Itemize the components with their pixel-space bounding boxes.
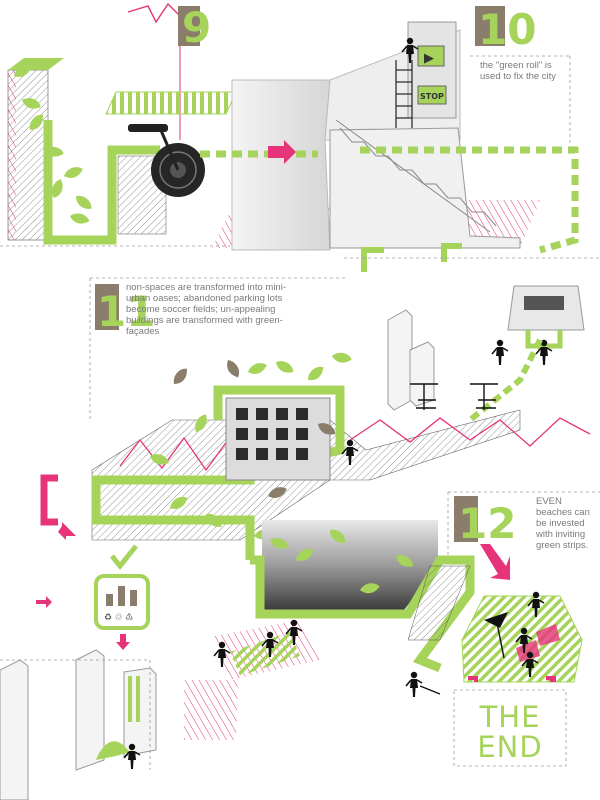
checkmark-icon — [110, 544, 138, 571]
ladder — [395, 60, 413, 128]
building-windows — [236, 408, 308, 460]
step-9-badge — [178, 6, 200, 46]
white-building — [231, 79, 331, 251]
pink-towel — [536, 624, 560, 646]
green-roll-machine — [128, 124, 205, 197]
section-10: 10 ▶ STOP — [200, 5, 579, 272]
the-end-text: THE END — [456, 702, 564, 762]
play-button-label: ▶ — [424, 50, 434, 65]
the-end-line2: END — [477, 730, 543, 764]
white-tower — [0, 659, 29, 800]
step-9-number: 9 — [182, 3, 211, 52]
step-10-caption: the "green roll" is used to fix the city — [480, 60, 557, 82]
pink-towel — [516, 640, 540, 662]
stop-button-label: STOP — [420, 92, 444, 101]
soccer-goals — [410, 383, 498, 410]
hatched-stair-strip — [407, 565, 471, 641]
play-button[interactable] — [417, 45, 445, 67]
pink-arrow-icon — [116, 634, 130, 650]
person-icon — [405, 670, 423, 698]
svg-text:♻ ♲ ♳: ♻ ♲ ♳ — [104, 612, 133, 622]
step-12-badge — [454, 496, 478, 542]
green-striped-facade — [124, 676, 142, 722]
bottom-city — [0, 618, 320, 800]
step-10-badge — [475, 6, 505, 46]
green-dashed-path — [200, 146, 579, 254]
stop-button[interactable] — [417, 85, 447, 105]
recycle-bin-icon: ♻ ♲ ♳ — [94, 574, 150, 630]
pink-arrow-icon — [480, 544, 510, 580]
pink-hatched-ground — [184, 680, 238, 740]
stair-block — [329, 127, 521, 249]
bracket-icon — [40, 474, 58, 526]
hatched-block-top — [8, 58, 64, 70]
step-11-badge — [95, 284, 119, 330]
beach-photo — [262, 520, 438, 610]
step-11-caption: non-spaces are transformed into mini-urb… — [126, 282, 286, 337]
magenta-zigzag — [349, 417, 591, 447]
green-roll-machine-small — [507, 285, 585, 349]
green-roll-path — [43, 120, 160, 245]
magenta-strip — [8, 70, 16, 240]
pink-arrow-icon — [268, 140, 296, 164]
magenta-zigzag — [119, 436, 229, 472]
section-9: 9 — [0, 2, 237, 247]
white-tower — [387, 309, 413, 411]
green-slide — [96, 741, 130, 760]
white-tower — [409, 341, 435, 407]
step-11-number: 11 — [97, 287, 155, 336]
section-11: 11 — [36, 257, 600, 650]
pink-corner-marks — [468, 676, 556, 682]
step-12-caption: EVEN beaches can be invested with inviti… — [536, 496, 590, 551]
step-12-number: 12 — [458, 499, 516, 548]
staircase — [335, 119, 497, 233]
green-dashed-path-2 — [468, 338, 543, 423]
pink-arrow-icon — [36, 596, 52, 608]
pink-arrow-icon — [58, 522, 76, 540]
green-striped-deck — [105, 91, 237, 115]
the-end-line1: THE — [479, 700, 541, 734]
pink-scribble — [127, 2, 183, 24]
section-12: 12 — [250, 491, 600, 767]
white-tower — [75, 649, 105, 771]
step-10-number: 10 — [478, 5, 536, 54]
the-end-box — [453, 689, 567, 767]
green-striped-field — [230, 632, 300, 676]
person-icon — [491, 338, 509, 366]
